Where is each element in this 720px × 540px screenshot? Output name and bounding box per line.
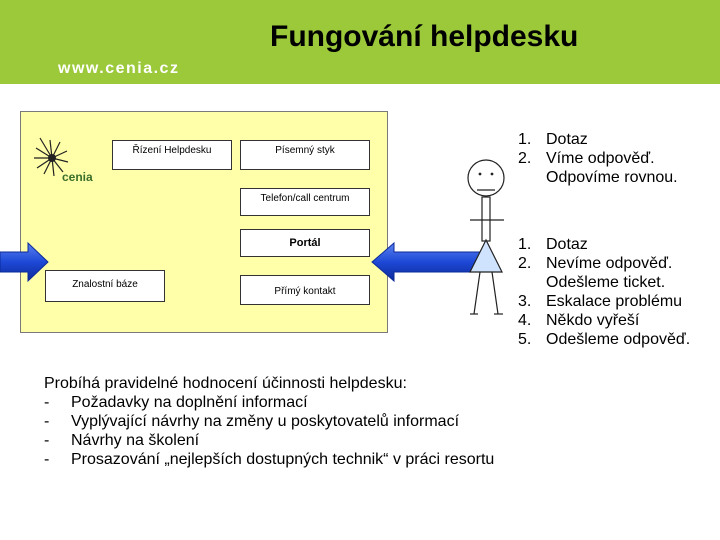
list-item: 1.Dotaz [518, 131, 588, 148]
list-item: -Prosazování „nejlepších dostupných tech… [44, 451, 495, 468]
cenia-logo-icon [34, 137, 69, 177]
site-url: www.cenia.cz [58, 60, 180, 77]
list-item: -Požadavky na doplnění informací [44, 394, 308, 411]
evaluation-intro: Probíhá pravidelné hodnocení účinnosti h… [44, 375, 407, 392]
box-telefon-call-centrum: Telefon/call centrum [240, 188, 370, 216]
list-known-answer: 1.Dotaz 2.Víme odpověď. Odpovíme rovnou. [518, 130, 718, 187]
evaluation-section: Probíhá pravidelné hodnocení účinnosti h… [44, 374, 604, 469]
list-item: -Návrhy na školení [44, 432, 200, 449]
page-title: Fungování helpdesku [270, 20, 579, 53]
box-znalostni-baze: Znalostní báze [45, 270, 165, 302]
person-figure [467, 159, 505, 315]
right-arrow [371, 241, 481, 283]
list-item: 4.Někdo vyřeší [518, 312, 640, 329]
left-arrow [0, 241, 49, 283]
list-item: 3.Eskalace problému [518, 293, 683, 310]
evaluation-list: -Požadavky na doplnění informací -Vyplýv… [44, 393, 604, 469]
list-item: 2.Nevíme odpověď. Odešleme ticket. [518, 255, 673, 291]
box-rizeni-helpdesku: Řízení Helpdesku [112, 140, 232, 170]
box-primy-kontakt: Přímý kontakt [240, 275, 370, 305]
list-item: -Vyplývající návrhy na změny u poskytova… [44, 413, 460, 430]
box-pisemny-styk: Písemný styk [240, 140, 370, 170]
list-unknown-answer: 1.Dotaz 2.Nevíme odpověď. Odešleme ticke… [518, 235, 720, 349]
header-band [0, 0, 720, 84]
logo-text: cenia [62, 170, 93, 184]
list-item: 5.Odešleme odpověď. [518, 331, 691, 348]
box-portal: Portál [240, 229, 370, 257]
list-item: 2.Víme odpověď. Odpovíme rovnou. [518, 150, 678, 186]
list-item: 1.Dotaz [518, 236, 588, 253]
